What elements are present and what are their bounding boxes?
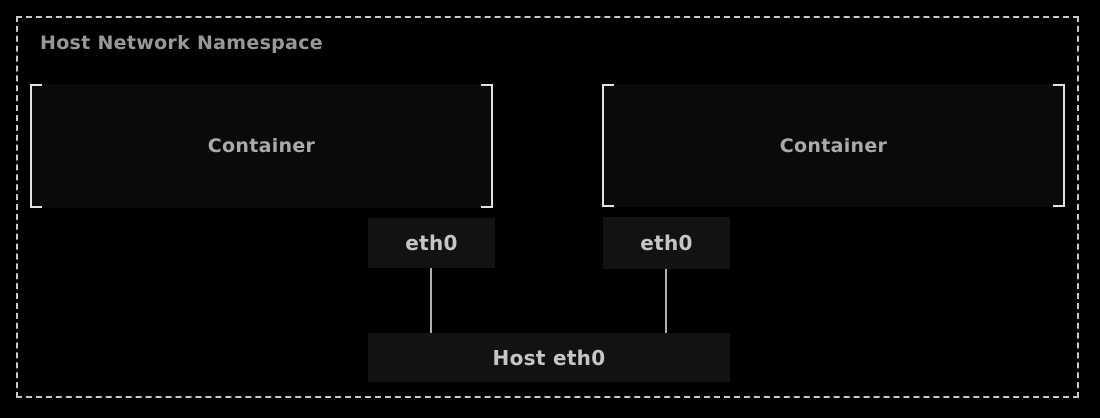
bracket-left-icon [602, 84, 614, 207]
edge-eth0-right-to-host [665, 269, 667, 333]
bracket-left-icon [30, 84, 42, 208]
eth0-left-label: eth0 [405, 231, 458, 255]
bracket-right-icon [481, 84, 493, 208]
namespace-title: Host Network Namespace [40, 32, 323, 54]
host-eth0-node: Host eth0 [368, 333, 730, 382]
eth0-right-label: eth0 [640, 231, 693, 255]
eth0-node-left: eth0 [368, 218, 495, 268]
host-eth0-label: Host eth0 [492, 345, 606, 370]
container-right-label: Container [779, 134, 888, 157]
host-network-namespace-box: Host Network Namespace [16, 16, 1079, 398]
container-node-left: Container [30, 84, 493, 208]
bracket-right-icon [1053, 84, 1065, 207]
container-node-right: Container [602, 84, 1065, 207]
container-left-label: Container [207, 135, 316, 157]
edge-eth0-left-to-host [430, 268, 432, 333]
eth0-node-right: eth0 [603, 217, 730, 269]
